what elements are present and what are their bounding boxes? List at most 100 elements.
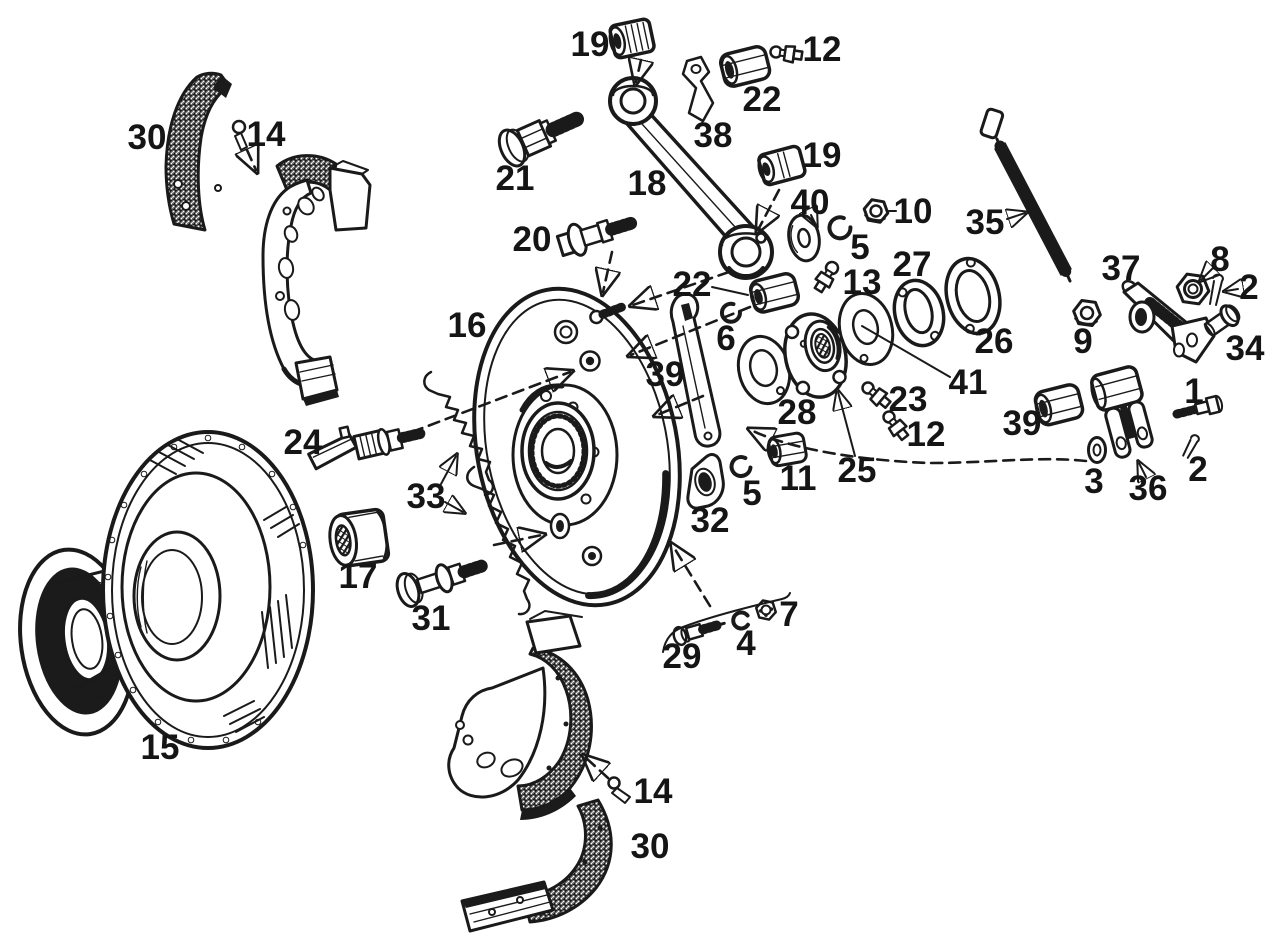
callout-27: 27	[893, 245, 932, 284]
callout-30-lower: 30	[631, 827, 670, 866]
callout-leaders	[441, 211, 1238, 512]
part-nut-10	[862, 198, 890, 224]
callout-14-upper: 14	[247, 115, 286, 154]
callout-38: 38	[694, 116, 733, 155]
part-brake-cam-32	[686, 453, 725, 510]
part-nut-8	[1175, 272, 1211, 306]
callout-16: 16	[448, 306, 487, 345]
part-brake-shoe-upper	[261, 154, 372, 406]
callout-29: 29	[663, 637, 702, 676]
part-adjusting-rod-35	[979, 107, 1072, 283]
callout-19-upper: 19	[571, 25, 610, 64]
callout-6: 6	[716, 319, 735, 358]
part-bolt-34	[1203, 304, 1241, 337]
part-spacer-sleeve-17	[328, 507, 391, 568]
callout-35: 35	[966, 203, 1005, 242]
part-clevis-bolt-1	[1172, 394, 1224, 419]
callout-36: 36	[1129, 469, 1168, 508]
part-cam-lever-39	[669, 292, 722, 448]
part-return-spring-upper	[423, 370, 495, 497]
callout-20: 20	[513, 220, 552, 259]
callout-26: 26	[975, 322, 1014, 361]
callout-41: 41	[949, 363, 988, 402]
callout-9: 9	[1073, 322, 1092, 361]
assembly-arrows	[247, 60, 1088, 778]
callout-30-upper: 30	[128, 118, 167, 157]
part-circlip-5-lower	[729, 455, 753, 478]
callout-2-upper: 2	[1239, 268, 1258, 307]
part-cotter-pin-lower	[1182, 434, 1200, 459]
callout-8: 8	[1210, 240, 1229, 279]
callout-34: 34	[1226, 329, 1265, 368]
part-adjusting-screw-29	[672, 619, 726, 647]
part-pivot-bolt-20	[555, 216, 638, 258]
callout-39-lever: 39	[646, 355, 685, 394]
callout-39-nut: 39	[1003, 404, 1042, 443]
callout-4: 4	[736, 624, 756, 663]
callout-19-lower: 19	[803, 136, 842, 175]
callout-18: 18	[628, 164, 667, 203]
callout-labels: 30 14 19 12 22 38 21 18 20 19 40 10 5 35…	[128, 25, 1265, 866]
callout-5-upper: 5	[850, 228, 869, 267]
part-barrel-nut-upper	[718, 45, 772, 88]
part-grease-fitting-23	[861, 381, 892, 410]
callout-12-middle: 12	[907, 415, 946, 454]
part-hub-25	[783, 312, 848, 399]
part-lock-plate-38	[681, 55, 715, 130]
part-anchor-bolt-31	[395, 559, 488, 608]
callout-15: 15	[141, 728, 180, 767]
part-backing-plate	[472, 286, 682, 608]
callout-25: 25	[838, 451, 877, 490]
part-nut-7	[754, 599, 778, 621]
plate-anchor-bolt	[589, 302, 627, 325]
callout-10: 10	[894, 192, 933, 231]
callout-2-lower: 2	[1188, 450, 1207, 489]
callout-3: 3	[1084, 462, 1103, 501]
part-grease-fitting-top	[769, 45, 804, 64]
part-grease-fitting-13	[813, 260, 840, 294]
part-shoe-adjuster-24	[307, 425, 426, 471]
part-lining-pin-upper	[231, 119, 248, 151]
part-brake-lining-upper	[164, 71, 232, 232]
part-barrel-nut-lower	[748, 272, 801, 314]
part-lock-washer-4	[731, 610, 750, 631]
part-brake-shoe-lower	[447, 610, 593, 820]
part-lining-pin-lower	[607, 776, 631, 804]
callout-22-lower: 22	[673, 265, 712, 304]
part-return-spring-lower	[466, 465, 531, 616]
callout-33: 33	[407, 477, 446, 516]
callout-17: 17	[339, 557, 378, 596]
part-grease-fitting-12-middle	[882, 410, 910, 442]
part-washer-3	[1087, 436, 1107, 464]
callout-22-upper: 22	[743, 80, 782, 119]
callout-21: 21	[496, 159, 535, 198]
callout-28: 28	[778, 393, 817, 432]
callout-5-lower: 5	[742, 474, 761, 513]
callout-14-lower: 14	[634, 772, 673, 811]
callout-23: 23	[889, 380, 928, 419]
group-bracket-29	[662, 592, 791, 653]
part-circlip-5-upper	[827, 215, 853, 241]
part-clevis-36	[1090, 365, 1154, 459]
callout-11: 11	[780, 459, 817, 498]
part-brake-drum	[18, 430, 315, 750]
part-bushing-upper	[608, 17, 656, 60]
part-nut-39	[1033, 383, 1085, 427]
callout-1: 1	[1184, 372, 1203, 411]
callout-13: 13	[843, 263, 882, 302]
callout-31: 31	[412, 599, 451, 638]
part-nut-9	[1072, 298, 1102, 328]
callout-37: 37	[1102, 249, 1141, 288]
part-cotter-pin-upper	[1209, 273, 1224, 306]
part-fulcrum-bolt-21	[497, 110, 588, 168]
part-brake-lining-lower	[460, 798, 613, 933]
part-bushing-lower	[757, 144, 807, 187]
callout-40: 40	[791, 183, 830, 222]
callout-24: 24	[284, 423, 323, 462]
callout-7: 7	[779, 595, 798, 634]
callout-32: 32	[691, 501, 730, 540]
part-brake-arm-37	[1121, 279, 1216, 364]
callout-12-upper: 12	[803, 30, 842, 69]
